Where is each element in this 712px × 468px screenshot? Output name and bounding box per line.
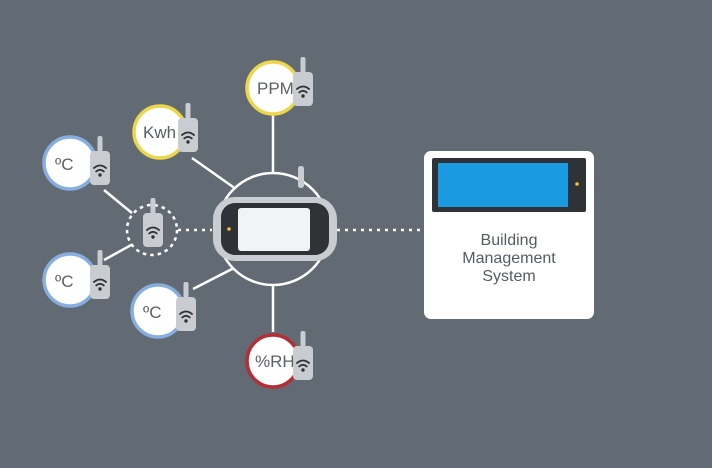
sensor-ppm-wifi-icon xyxy=(292,56,314,107)
connection-lines xyxy=(103,114,424,332)
sensor-temp-mid: ºC xyxy=(130,281,197,339)
sensor-label-temp-bottom: ºC xyxy=(55,272,74,291)
sensor-rh-wifi-icon xyxy=(292,330,314,381)
bms-indicator-light xyxy=(575,182,579,186)
sensor-label-kwh: Kwh xyxy=(143,123,176,142)
bms-label-line1: Building xyxy=(481,232,538,249)
sensor-temp-top-wifi-icon xyxy=(89,135,111,186)
bms-label-line3: System xyxy=(482,268,535,285)
gateway-hub xyxy=(213,166,337,287)
sensor-label-temp-top: ºC xyxy=(55,155,74,174)
bms-label-line2: Management xyxy=(462,250,556,267)
repeater-node xyxy=(125,197,179,257)
link-temp-mid xyxy=(192,266,235,291)
link-temp-bottom xyxy=(103,242,134,262)
repeater-wifi-icon xyxy=(142,197,164,248)
sensor-kwh-wifi-icon xyxy=(177,102,199,153)
bms-display-screen xyxy=(438,163,568,207)
sensor-temp-bottom: ºC xyxy=(42,249,111,308)
sensor-label-rh: %RH xyxy=(255,352,295,371)
bms-panel: Building Management System xyxy=(424,151,594,319)
link-temp-top xyxy=(103,189,133,214)
link-kwh xyxy=(191,156,237,191)
sensor-ppm: PPM xyxy=(245,56,314,116)
gateway-device-icon xyxy=(213,166,337,261)
sensor-temp-top: ºC xyxy=(42,135,111,191)
sensor-temp-mid-wifi-icon xyxy=(175,281,197,332)
sensor-kwh: Kwh xyxy=(132,102,199,160)
sensor-rh: %RH xyxy=(245,330,314,389)
sensor-label-ppm: PPM xyxy=(257,79,294,98)
sensor-label-temp-mid: ºC xyxy=(143,303,162,322)
